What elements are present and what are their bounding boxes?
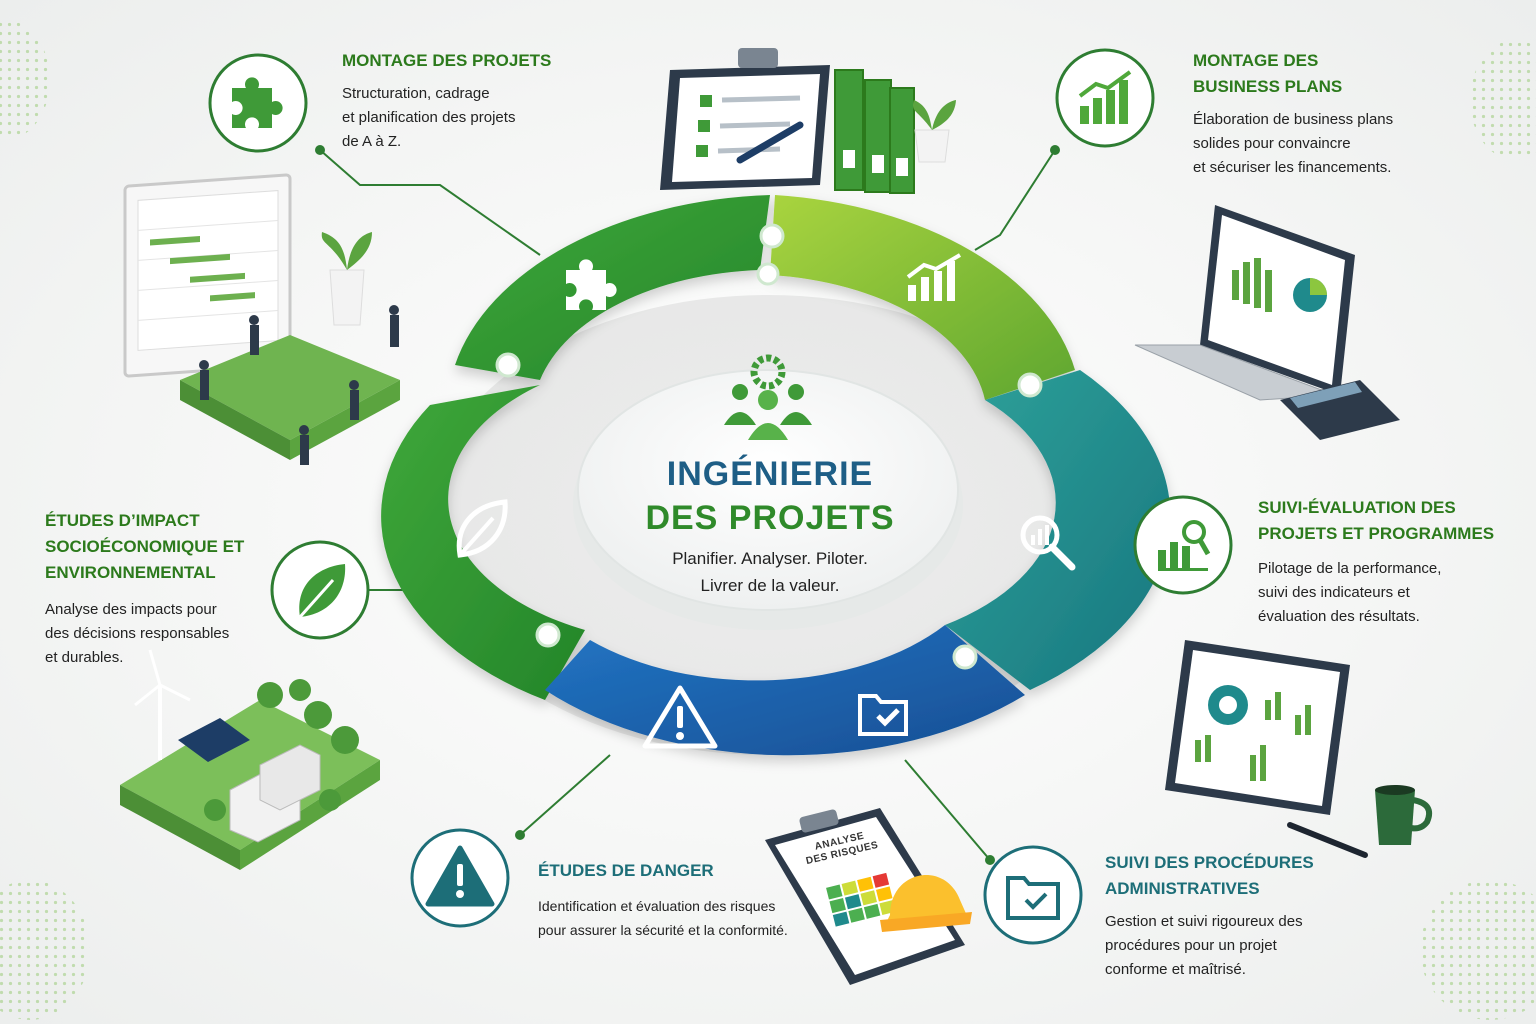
desc-line: Pilotage de la performance, (1258, 560, 1442, 577)
section-desc-etudes-impact: Analyse des impacts pour des décisions r… (45, 598, 229, 670)
ring-icons (456, 253, 1076, 749)
desc-line: procédures pour un projet (1105, 937, 1277, 954)
risk-clipboard-illustration (765, 808, 972, 985)
center-title-line1: INGÉNIERIE (666, 455, 874, 493)
title-line: SUIVI DES PROCÉDURES (1105, 853, 1314, 872)
title-line: ADMINISTRATIVES (1105, 879, 1260, 898)
ring-puzzle-icon (566, 259, 617, 310)
section-title-montage-projets: MONTAGE DES PROJETS (342, 48, 551, 74)
ring-joint-nodes (495, 223, 1043, 670)
center-disc (577, 369, 959, 611)
center-title: INGÉNIERIE DES PROJETS (600, 452, 940, 540)
section-title-etudes-danger: ÉTUDES DE DANGER (538, 858, 714, 884)
laptop-calculator-illustration (1134, 205, 1400, 440)
center-title-line2: DES PROJETS (645, 499, 895, 537)
outer-analytics-magnifier-icon (1158, 520, 1211, 571)
title-line: BUSINESS PLANS (1193, 77, 1343, 96)
clipboard-binders-illustration (660, 48, 956, 194)
ring-segment-etudes-impact[interactable] (381, 385, 585, 700)
desc-line: pour assurer la sécurité et la conformit… (538, 922, 788, 938)
outer-leaf-icon (298, 564, 346, 618)
center-tagline-line1: Planifier. Analyser. Piloter. (672, 549, 868, 568)
section-title-etudes-impact: ÉTUDES D’IMPACT SOCIOÉCONOMIQUE ET ENVIR… (45, 508, 244, 586)
desc-line: conforme et maîtrisé. (1105, 961, 1246, 978)
dot-pattern-bottom-right (1420, 880, 1536, 1020)
section-desc-montage-projets: Structuration, cadrage et planification … (342, 82, 515, 154)
dot-pattern-top-right (1470, 40, 1536, 160)
ring-leaf-icon (456, 499, 508, 558)
ring-growth-chart-icon (906, 253, 962, 301)
title-line: PROJETS ET PROGRAMMES (1258, 524, 1495, 543)
monitor-team-illustration (123, 173, 400, 465)
desc-line: Élaboration de business plans (1193, 111, 1394, 128)
desc-line: évaluation des résultats. (1258, 608, 1420, 625)
ring-magnifier-icon (1020, 515, 1076, 571)
desc-line: et sécuriser les financements. (1193, 159, 1392, 176)
eco-site-illustration (120, 649, 380, 870)
ring-folder-check-icon (858, 694, 908, 736)
desc-line: Identification et évaluation des risques (538, 898, 776, 914)
tablet-mug-illustration (1165, 640, 1433, 858)
section-title-suivi-evaluation: SUIVI-ÉVALUATION DES PROJETS ET PROGRAMM… (1258, 495, 1494, 547)
title-line: SOCIOÉCONOMIQUE ET (45, 537, 245, 556)
center-tagline: Planifier. Analyser. Piloter. Livrer de … (600, 545, 940, 599)
desc-line: et durables. (45, 649, 124, 666)
desc-line: Structuration, cadrage (342, 85, 490, 102)
title-line: ÉTUDES DE DANGER (538, 861, 714, 880)
connector-lines (319, 149, 1130, 861)
title-line: MONTAGE DES (1193, 51, 1319, 70)
center-tagline-line2: Livrer de la valeur. (700, 576, 840, 595)
section-desc-etudes-danger: Identification et évaluation des risques… (538, 894, 788, 942)
team-gear-icon (724, 354, 812, 440)
desc-line: suivi des indicateurs et (1258, 584, 1410, 601)
section-desc-business-plans: Élaboration de business plans solides po… (1193, 108, 1393, 180)
desc-line: Analyse des impacts pour (45, 601, 217, 618)
outer-folder-check-icon (1006, 876, 1060, 920)
desc-line: de A à Z. (342, 133, 402, 150)
desc-line: solides pour convaincre (1193, 135, 1351, 152)
outer-growth-chart-icon (1078, 70, 1132, 124)
desc-line: Gestion et suivi rigoureux des (1105, 913, 1303, 930)
title-line: SUIVI-ÉVALUATION DES (1258, 498, 1456, 517)
outer-puzzle-icon (232, 77, 283, 128)
ring-warning-icon (642, 685, 718, 749)
title-line: ÉTUDES D’IMPACT (45, 511, 200, 530)
section-desc-procedures-admin: Gestion et suivi rigoureux des procédure… (1105, 910, 1303, 982)
title-line: ENVIRONNEMENTAL (45, 563, 216, 582)
desc-line: des décisions responsables (45, 625, 230, 642)
section-desc-suivi-evaluation: Pilotage de la performance, suivi des in… (1258, 557, 1441, 629)
title-line: MONTAGE DES PROJETS (342, 51, 552, 70)
desc-line: et planification des projets (342, 109, 516, 126)
outer-warning-icon (425, 845, 495, 907)
section-title-business-plans: MONTAGE DES BUSINESS PLANS (1193, 48, 1342, 100)
section-title-procedures-admin: SUIVI DES PROCÉDURES ADMINISTRATIVES (1105, 850, 1314, 902)
